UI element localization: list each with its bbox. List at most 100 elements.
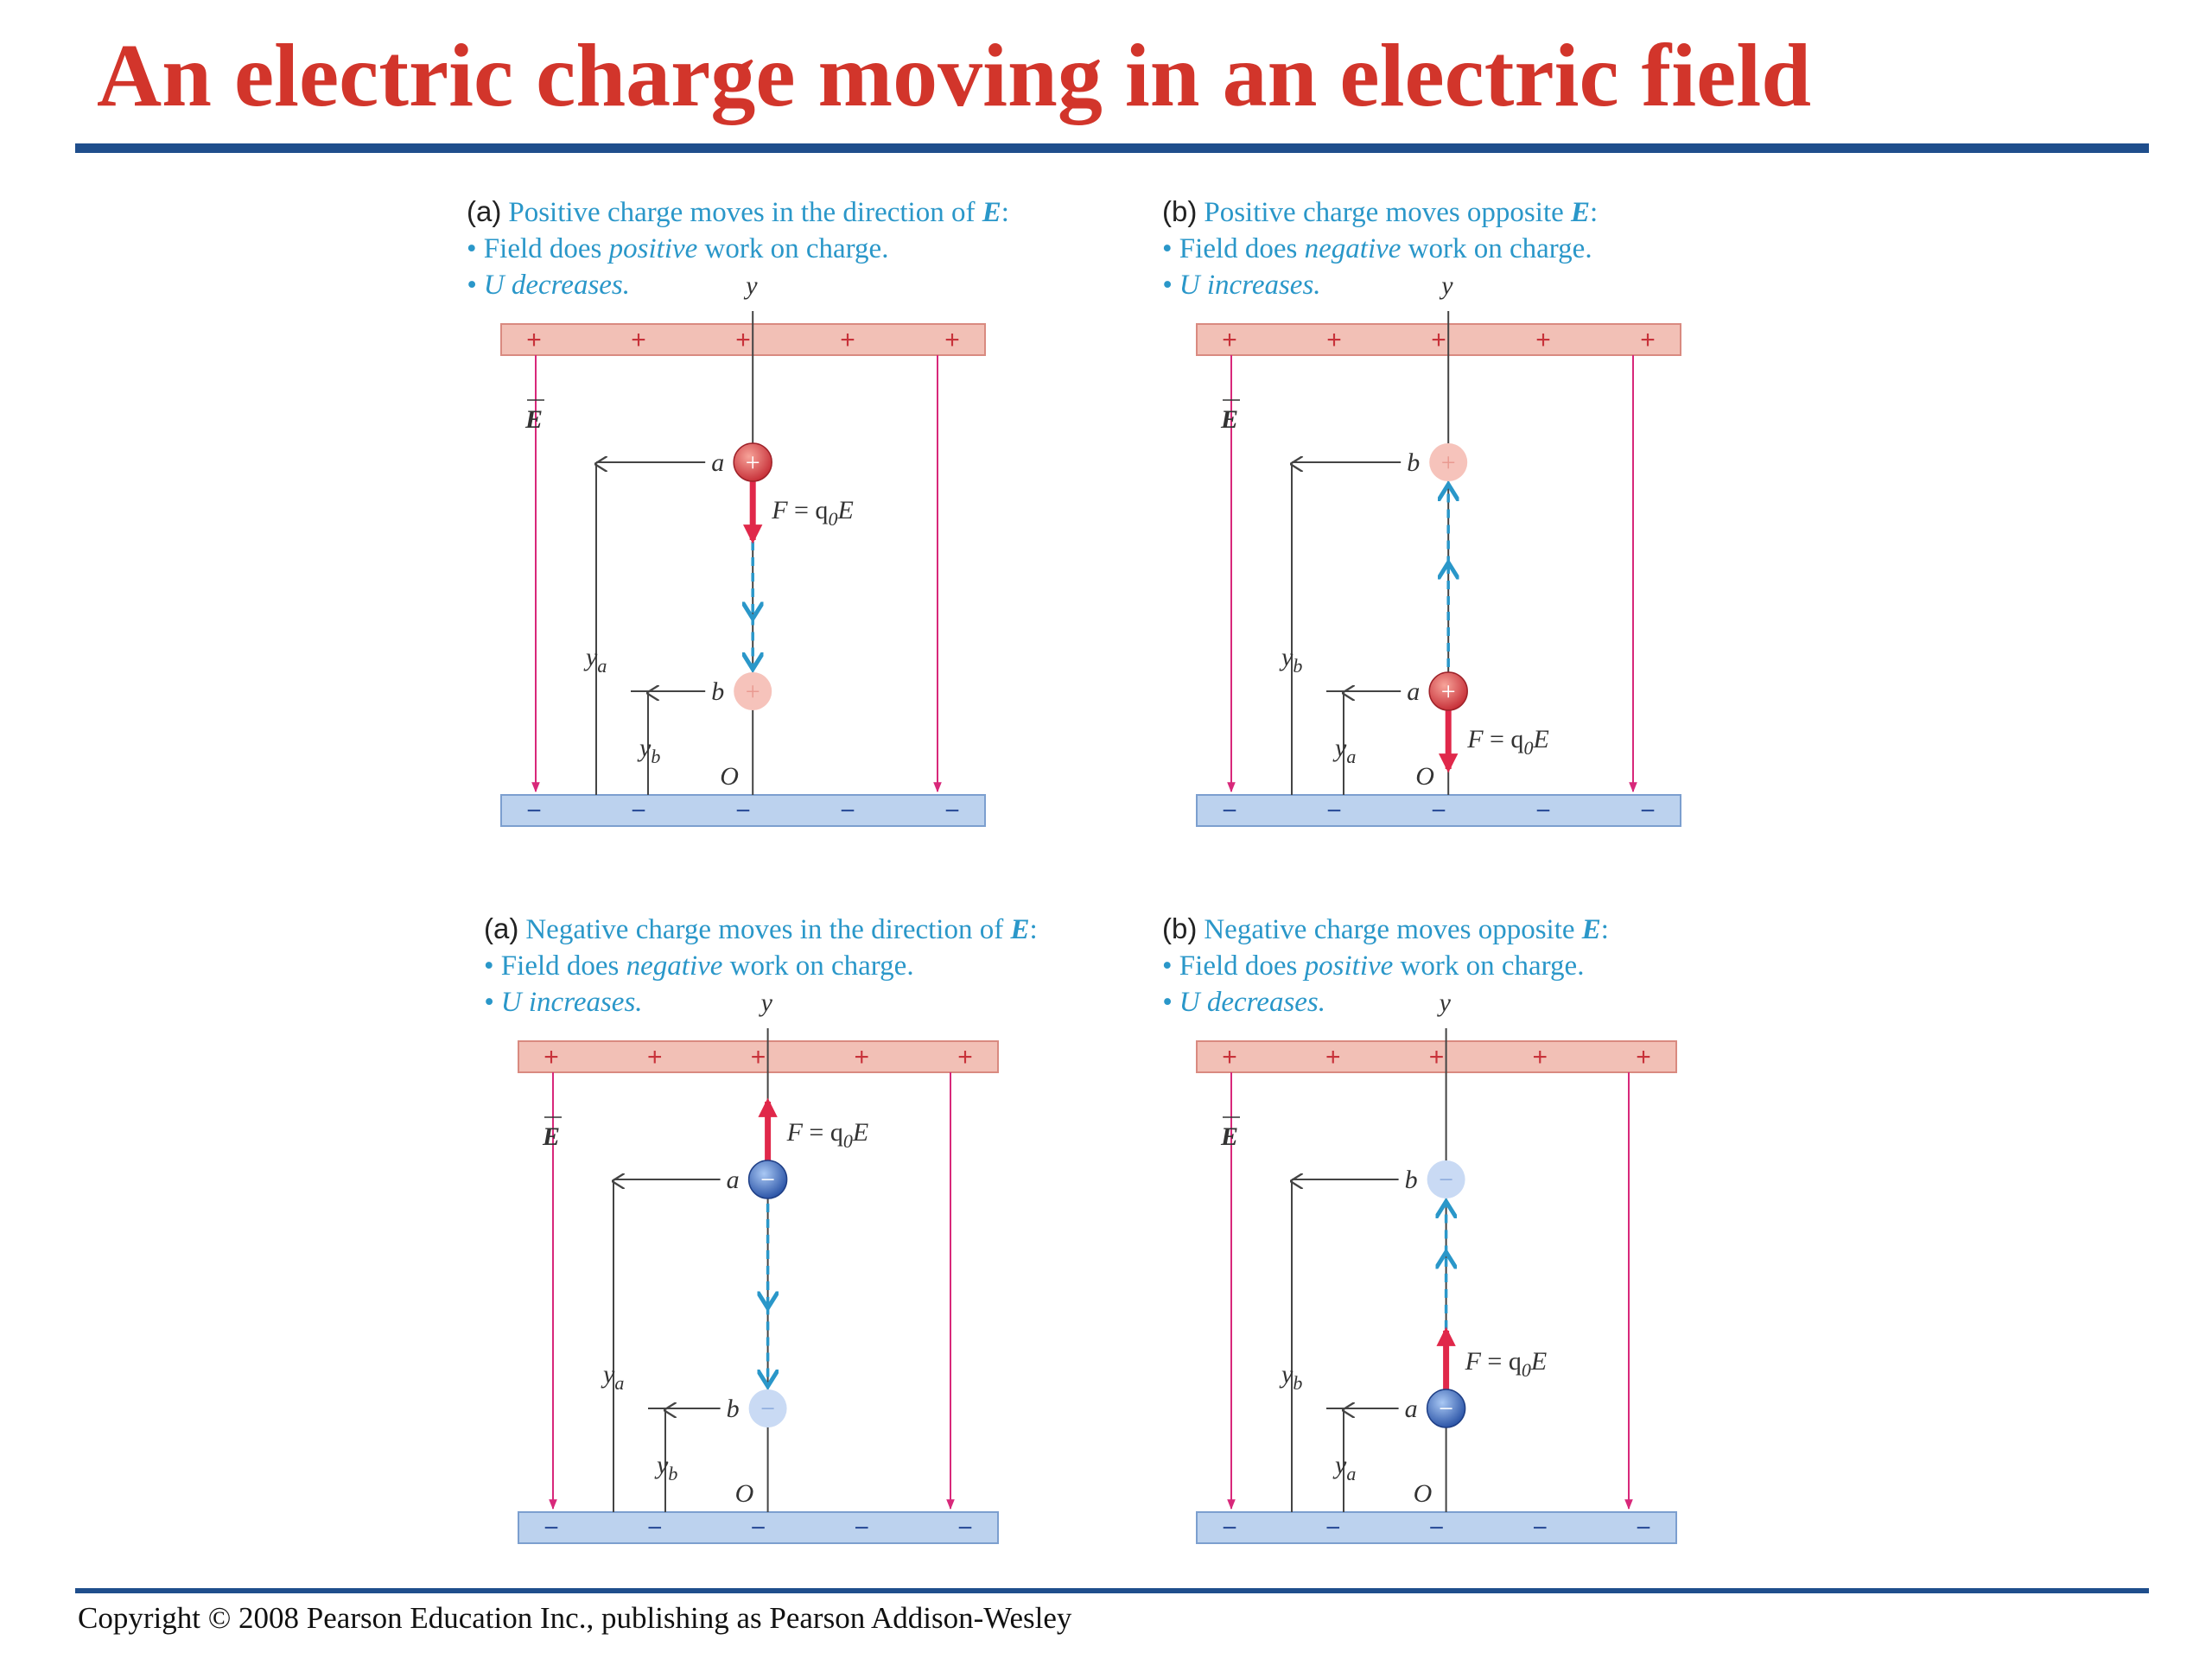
y-axis-label: y (743, 271, 758, 300)
minus-sign: − (854, 1514, 869, 1542)
minus-sign: − (751, 1514, 766, 1542)
moving-charge-sign: + (746, 448, 760, 477)
lower-height-label: yb (637, 734, 660, 767)
plus-sign: + (1326, 326, 1342, 354)
origin-label: O (1415, 762, 1434, 791)
panel-top-left: (a)Positive charge moves in the directio… (467, 195, 1009, 827)
plus-sign: + (631, 326, 646, 354)
force-label: F = q0E (786, 1118, 869, 1152)
y-axis-label: y (1437, 988, 1452, 1017)
lower-point-label: a (1407, 677, 1420, 706)
minus-sign: − (1640, 797, 1656, 825)
minus-sign: − (543, 1514, 559, 1542)
positive-plate (1196, 323, 1681, 356)
minus-sign: − (1222, 1514, 1237, 1542)
force-label: F = q0E (1466, 725, 1549, 759)
lower-height-label: ya (1332, 734, 1356, 767)
bullet-work: • Field does positive work on charge. (467, 233, 888, 264)
minus-sign: − (1325, 1514, 1341, 1542)
lower-point-label: a (1405, 1395, 1418, 1423)
negative-plate (1196, 794, 1681, 827)
plus-sign: + (1636, 1043, 1651, 1071)
minus-sign: − (1326, 797, 1342, 825)
plus-sign: + (944, 326, 960, 354)
plus-sign: + (957, 1043, 973, 1071)
plus-sign: + (1429, 1043, 1445, 1071)
bullet-work: • Field does negative work on charge. (1162, 233, 1592, 264)
copyright-notice: Copyright © 2008 Pearson Education Inc.,… (78, 1601, 1072, 1635)
plus-sign: + (543, 1043, 559, 1071)
minus-sign: − (1532, 1514, 1548, 1542)
lower-point-label: b (727, 1395, 740, 1423)
plus-sign: + (1532, 1043, 1548, 1071)
origin-label: O (735, 1479, 754, 1508)
field-label: E (1220, 1122, 1238, 1151)
minus-sign: − (1535, 797, 1551, 825)
panel-letter: (a) (467, 195, 501, 227)
minus-sign: − (735, 797, 751, 825)
plus-sign: + (1222, 1043, 1237, 1071)
origin-label: O (720, 762, 739, 791)
upper-height-label: ya (583, 643, 607, 677)
page-title: An electric charge moving in an electric… (97, 26, 1812, 125)
end-charge (1429, 443, 1468, 481)
minus-sign: − (647, 1514, 663, 1542)
end-charge (748, 1389, 787, 1427)
negative-plate (1196, 1511, 1677, 1544)
y-axis-label: y (1439, 271, 1453, 300)
y-axis-label: y (759, 988, 773, 1017)
panel-letter: (b) (1162, 195, 1197, 227)
plus-sign: + (735, 326, 751, 354)
moving-charge (747, 1160, 788, 1199)
moving-charge-sign: − (1439, 1395, 1453, 1423)
plus-sign: + (647, 1043, 663, 1071)
minus-sign: − (1429, 1514, 1445, 1542)
negative-plate (518, 1511, 999, 1544)
plus-sign: + (854, 1043, 869, 1071)
plus-sign: + (751, 1043, 766, 1071)
bullet-work: • Field does negative work on charge. (484, 950, 914, 982)
positive-plate (518, 1040, 999, 1073)
field-label: E (1220, 405, 1238, 434)
end-charge-sign: + (746, 677, 760, 706)
panel-caption: (b)Positive charge moves opposite E: (1162, 195, 1598, 228)
plus-sign: + (1222, 326, 1237, 354)
upper-point-label: a (727, 1166, 740, 1194)
force-label: F = q0E (771, 496, 854, 530)
upper-height-label: ya (601, 1360, 624, 1394)
upper-height-label: yb (1279, 1360, 1302, 1394)
minus-sign: − (1222, 797, 1237, 825)
title-rule (75, 143, 2149, 153)
end-charge-sign: + (1441, 448, 1456, 477)
panel-bottom-right: (b)Negative charge moves opposite E: • Fi… (1162, 912, 1677, 1544)
panel-caption: (a)Negative charge moves in the directio… (484, 912, 1038, 945)
end-charge-sign: − (1439, 1166, 1453, 1194)
positive-plate (500, 323, 986, 356)
plus-sign: + (1640, 326, 1656, 354)
upper-point-label: b (1407, 448, 1420, 477)
minus-sign: − (957, 1514, 973, 1542)
moving-charge (1428, 671, 1468, 711)
end-charge (734, 672, 772, 710)
bullet-energy: • U decreases. (1162, 987, 1325, 1018)
lower-point-label: b (711, 677, 724, 706)
moving-charge-sign: − (760, 1166, 775, 1194)
panel-caption: (b)Negative charge moves opposite E: (1162, 912, 1609, 945)
minus-sign: − (1636, 1514, 1651, 1542)
minus-sign: − (944, 797, 960, 825)
minus-sign: − (631, 797, 646, 825)
field-label: E (542, 1122, 560, 1151)
bullet-work: • Field does positive work on charge. (1162, 950, 1584, 982)
panel-caption: (a)Positive charge moves in the directio… (467, 195, 1009, 228)
panel-letter: (a) (484, 912, 518, 944)
moving-charge (733, 442, 772, 482)
end-charge-sign: − (760, 1395, 775, 1423)
bullet-energy: • U decreases. (467, 270, 630, 301)
origin-label: O (1414, 1479, 1433, 1508)
plus-sign: + (1535, 326, 1551, 354)
plus-sign: + (1325, 1043, 1341, 1071)
plus-sign: + (840, 326, 855, 354)
panel-bottom-left: (a)Negative charge moves in the directio… (484, 912, 1038, 1544)
panel-letter: (b) (1162, 912, 1197, 944)
